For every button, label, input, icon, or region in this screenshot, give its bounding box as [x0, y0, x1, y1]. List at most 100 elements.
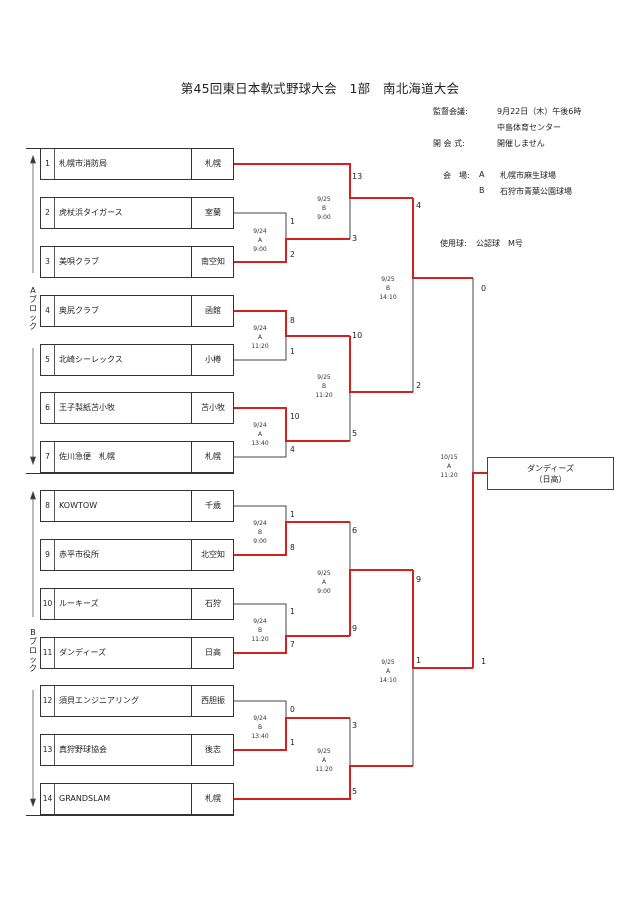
meeting-date: 9月22日（木）午後6時	[497, 107, 582, 116]
score: 6	[352, 526, 358, 535]
block-b-bottom-line	[26, 815, 234, 816]
team-area: 西胆振	[191, 686, 234, 716]
team-row[interactable]: 2 虎杖浜タイガース 室蘭	[40, 197, 234, 229]
meeting-place: 中島体育センター	[497, 123, 561, 132]
team-number: 12	[41, 686, 55, 716]
match-venue: B	[321, 383, 327, 390]
venue-b-name: 石狩市青葉公園球場	[500, 187, 572, 196]
block-divider-line	[26, 473, 234, 474]
bracket-line-winner	[472, 472, 487, 668]
champion-area: （日高）	[534, 475, 567, 484]
score: 3	[352, 234, 358, 243]
match-date: 9/24	[253, 325, 267, 332]
bracket-line-winner	[234, 765, 413, 800]
score: 1	[290, 217, 295, 226]
team-name: 奥尻クラブ	[59, 306, 99, 315]
match-venue: A	[257, 431, 263, 438]
match-date: 9/25	[317, 196, 331, 203]
score: 10	[290, 412, 300, 421]
match-time: 11:20	[251, 343, 269, 350]
match-venue: A	[257, 334, 263, 341]
block-b-char: ブ	[29, 637, 37, 646]
team-row[interactable]: 1 札幌市消防局 札幌	[40, 148, 234, 180]
team-area: 石狩	[191, 589, 234, 619]
team-number: 1	[41, 149, 55, 179]
bracket-line-winner	[234, 407, 350, 442]
match-date: 9/24	[253, 520, 267, 527]
block-b-char: ク	[29, 664, 37, 673]
venue-a-code: A	[479, 170, 485, 179]
team-number: 14	[41, 784, 55, 814]
bracket-line-loser	[234, 505, 287, 522]
match-date: 9/24	[253, 618, 267, 625]
bracket-line-loser	[234, 336, 287, 361]
team-name: 札幌市消防局	[59, 159, 107, 168]
ceremony-value: 開催しません	[497, 139, 545, 148]
match-date: 9/24	[253, 422, 267, 429]
bracket-line-loser	[234, 212, 287, 239]
team-name: 虎杖浜タイガース	[59, 208, 123, 217]
ball-value: 公認球 M号	[476, 239, 523, 248]
match-time: 11:20	[315, 766, 333, 773]
team-number: 5	[41, 345, 55, 375]
score: 10	[352, 331, 363, 340]
score: 4	[416, 201, 422, 210]
team-area: 日高	[191, 638, 234, 668]
team-number: 9	[41, 540, 55, 570]
match-date: 9/25	[317, 748, 331, 755]
team-area: 室蘭	[191, 198, 234, 228]
team-area: 千歳	[191, 491, 234, 521]
match-date: 9/25	[317, 374, 331, 381]
score: 1	[290, 347, 295, 356]
team-name: 真狩野球協会	[59, 745, 107, 754]
match-time: 9:00	[317, 588, 331, 595]
team-name: 王子製紙苫小牧	[59, 403, 115, 412]
score: 2	[290, 250, 295, 259]
match-time: 14:10	[379, 677, 397, 684]
bracket-line-winner	[349, 336, 413, 393]
team-number: 8	[41, 491, 55, 521]
team-area: 札幌	[191, 149, 234, 179]
match-date: 9/25	[317, 570, 331, 577]
score: 9	[352, 624, 358, 633]
score: 0	[290, 705, 295, 714]
block-b-label: B ブ ロ ッ ク	[27, 628, 39, 673]
score: 1	[481, 657, 487, 666]
team-row[interactable]: 14 GRANDSLAM 札幌	[40, 783, 234, 815]
match-time: 11:20	[440, 472, 458, 479]
team-name: 北崎シーレックス	[59, 355, 123, 364]
score: 3	[352, 721, 358, 730]
block-b-char: B	[30, 628, 36, 637]
match-venue: B	[385, 285, 391, 292]
meeting-label: 監督会議:	[433, 107, 468, 116]
match-venue: B	[257, 724, 263, 731]
bracket-line-loser	[234, 700, 287, 718]
team-area: 札幌	[191, 784, 234, 814]
team-name: 佐川急便 札幌	[59, 452, 115, 461]
match-time: 13:40	[251, 733, 269, 740]
team-number: 2	[41, 198, 55, 228]
team-name: GRANDSLAM	[59, 794, 111, 803]
match-venue: B	[321, 205, 327, 212]
match-time: 9:00	[317, 214, 331, 221]
match-date: 9/25	[381, 276, 395, 283]
match-venue: A	[385, 668, 391, 675]
block-b-char: ッ	[29, 655, 37, 664]
team-name: 赤平市役所	[59, 550, 99, 559]
